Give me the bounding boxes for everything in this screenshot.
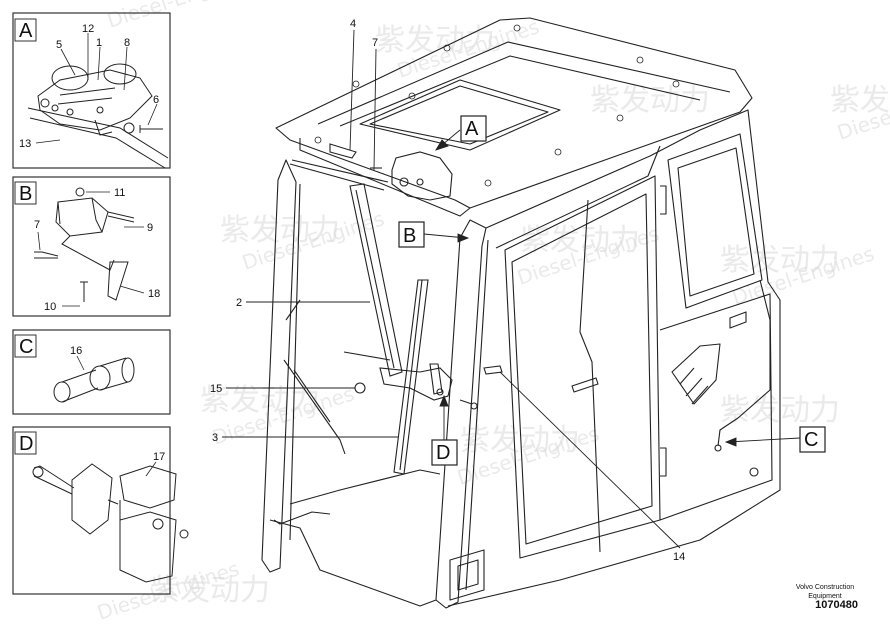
inset-d-tag [14,431,37,455]
inset-a: A 5 12 1 8 6 13 [12,12,171,169]
inset-c-tag [14,334,37,358]
callout-a: A [460,115,487,142]
label-9: 9 [147,222,153,234]
inset-b-tag [14,181,37,205]
inset-d-frame [12,426,171,595]
inset-b-frame [12,176,171,317]
callout-a-letter: A [465,118,479,140]
label-3: 3 [212,432,218,444]
label-17: 17 [153,451,165,463]
inset-c-letter: C [19,336,33,358]
watermark-cn: 紫发动力 [830,83,890,118]
label-1: 1 [96,37,102,49]
wiper-blade [393,279,429,475]
position-switch-drawing [34,187,135,302]
footer-company: Volvo Construction Equipment [795,584,855,600]
label-12: 12 [82,23,94,35]
watermark-cn: 紫发动力 [720,243,840,278]
label-7: 7 [34,219,40,231]
label-16: 16 [70,345,82,357]
inset-d-letter: D [19,433,33,455]
inset-b-letter: B [19,183,32,205]
watermark-cn: 紫发动力 [520,223,640,258]
callout-d: D [431,439,458,466]
label-7-main: 7 [372,37,378,49]
watermark-en: Diesel-Engines [104,0,252,33]
callout-b-letter: B [403,225,416,247]
watermark-cn: 紫发动力 [220,213,340,248]
bracket-drawing [32,463,189,583]
cab-drawing [261,17,781,609]
leader-lines [222,29,801,549]
inset-a-letter: A [19,20,33,42]
wiper-assembly [289,143,503,475]
footer-drawing-number: 1070480 [815,599,858,611]
label-2: 2 [236,297,242,309]
label-8: 8 [124,37,130,49]
callout-d-letter: D [436,442,450,464]
nut-icon [354,382,366,394]
label-10: 10 [44,301,56,313]
inset-b: B 11 9 7 18 10 [12,176,171,317]
callout-c-letter: C [804,429,818,451]
inset-a-tag [14,18,37,42]
wiper-arm [349,183,403,377]
label-15: 15 [210,383,222,395]
callout-b: B [398,221,425,248]
label-6: 6 [153,94,159,106]
label-4: 4 [350,18,356,30]
callout-c: C [799,426,826,453]
fuse-drawing [53,357,135,403]
inset-a-frame [12,12,171,169]
label-5: 5 [56,39,62,51]
inset-c-frame [12,329,171,415]
inset-d: D 17 [12,426,189,595]
label-18: 18 [148,288,160,300]
inset-c: C 16 [12,329,171,415]
watermark-cn: 紫发动力 [200,383,320,418]
label-11: 11 [114,187,125,199]
watermark-cn: 紫发动力 [375,23,495,58]
label-14: 14 [673,551,685,563]
label-13: 13 [19,138,31,150]
